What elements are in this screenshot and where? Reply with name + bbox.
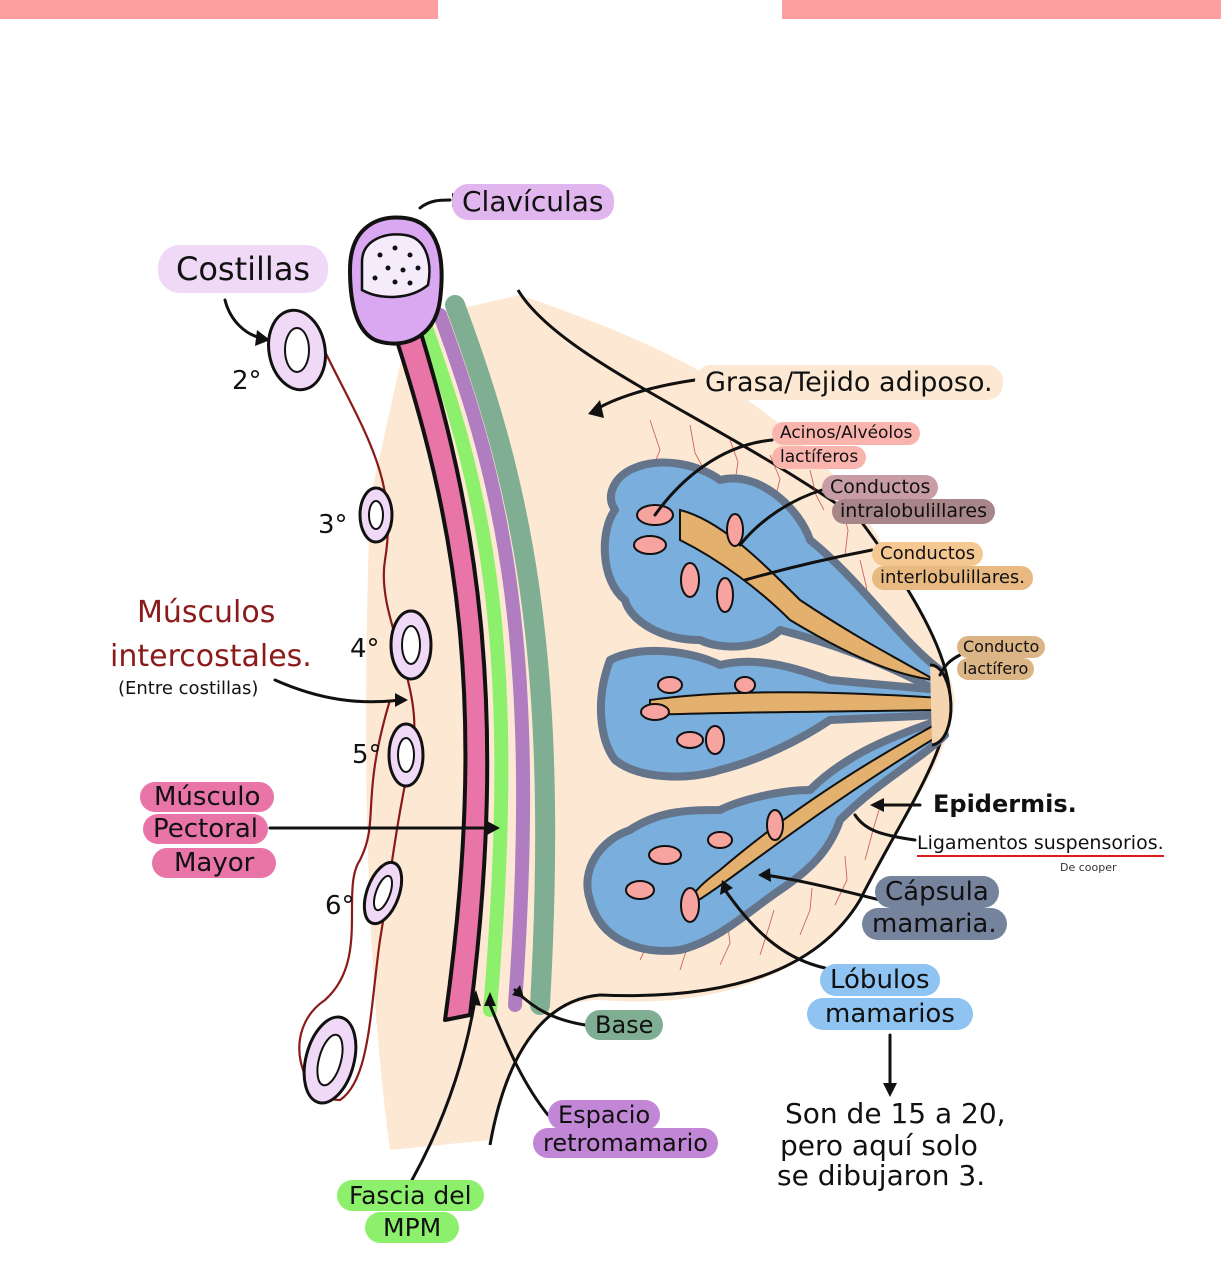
arrow-lobulos xyxy=(723,888,827,970)
arrow-capsula xyxy=(763,873,882,902)
rib-7-shape xyxy=(302,1015,358,1105)
arrow-clavicle xyxy=(418,198,452,210)
label-costillas: Costillas xyxy=(158,245,329,293)
label-lactifero-2: lactífero xyxy=(957,658,1035,680)
retromammary-space-layer xyxy=(433,308,531,1012)
label-capsula-2: mamaria. xyxy=(862,908,1007,940)
label-base: Base xyxy=(585,1010,664,1040)
rib-3-shape xyxy=(358,486,394,544)
label-musculos-3: (Entre costillas) xyxy=(118,678,259,699)
line-lactifero xyxy=(938,653,962,677)
label-musculos-2: intercostales. xyxy=(110,639,312,674)
label-pectoral-2: Pectoral xyxy=(143,814,268,844)
label-capsula-1: Cápsula xyxy=(875,876,999,908)
label-lobulos-1: Lóbulos xyxy=(820,964,940,996)
line-intra xyxy=(738,488,824,547)
label-ligamentos: Ligamentos suspensorios. xyxy=(917,834,1164,857)
label-espacio-2: retromamario xyxy=(533,1128,718,1158)
pectoralis-major-muscle xyxy=(393,328,490,1022)
note-line-3: se dibujaron 3. xyxy=(777,1159,986,1192)
breast-skin-outline xyxy=(488,289,952,1146)
arrow-fascia xyxy=(410,998,477,1182)
label-acinos-1: Acinos/Alvéolos xyxy=(772,422,921,445)
label-musculos-1: Músculos xyxy=(137,595,276,630)
intercostal-muscles-line xyxy=(298,319,416,1102)
arrow-grasa xyxy=(593,378,697,412)
line-ligamentos xyxy=(853,813,917,842)
label-fascia-1: Fascia del xyxy=(337,1180,484,1211)
rib-4-shape xyxy=(389,609,433,681)
arrow-costillas xyxy=(223,298,264,340)
arrow-heads xyxy=(255,193,897,1097)
rib-2-shape xyxy=(267,308,327,392)
leader-lines xyxy=(223,198,962,1182)
label-pectoral-1: Músculo xyxy=(140,782,275,812)
rib-4-label: 4° xyxy=(350,634,380,664)
top-banner-left xyxy=(0,0,438,19)
top-banner-right xyxy=(782,0,1221,19)
label-de-cooper: De cooper xyxy=(1060,861,1117,874)
nipple-shape xyxy=(929,663,953,747)
label-claviculas: Clavículas xyxy=(452,184,614,220)
line-inter xyxy=(743,548,874,582)
label-pectoral-3: Mayor xyxy=(152,848,277,878)
base-layer xyxy=(445,295,556,1015)
rib-5-label: 5° xyxy=(352,740,382,770)
label-espacio-1: Espacio xyxy=(548,1100,661,1130)
label-lactifero-1: Conducto xyxy=(957,636,1046,658)
rib-6-shape xyxy=(362,860,404,926)
label-intra-1: Conductos xyxy=(822,475,939,500)
label-inter-2: interlobulillares. xyxy=(872,566,1034,590)
clavicle-shape xyxy=(347,215,444,346)
note-line-1: Son de 15 a 20, xyxy=(785,1097,1006,1130)
line-acinos xyxy=(653,438,774,517)
note-line-2: pero aquí solo xyxy=(780,1129,978,1162)
lobule-lower xyxy=(583,716,949,955)
pectoral-fascia-layer xyxy=(418,318,509,1017)
rib-5-shape xyxy=(387,722,425,788)
label-fascia-2: MPM xyxy=(365,1212,460,1243)
rib-6-label: 6° xyxy=(325,891,355,921)
label-lobulos-2: mamarios xyxy=(807,998,973,1030)
label-inter-1: Conductos xyxy=(872,542,984,566)
rib-3-label: 3° xyxy=(318,510,348,540)
label-grasa: Grasa/Tejido adiposo. xyxy=(695,365,1003,400)
label-epidermis: Epidermis. xyxy=(933,790,1077,818)
rib-2-label: 2° xyxy=(232,366,262,396)
label-acinos-2: lactíferos xyxy=(772,446,867,469)
label-intra-2: intralobulillares xyxy=(832,499,995,524)
arrow-espacio xyxy=(488,1003,550,1117)
lobule-middle xyxy=(597,647,944,781)
arrow-intercostal xyxy=(273,678,402,704)
